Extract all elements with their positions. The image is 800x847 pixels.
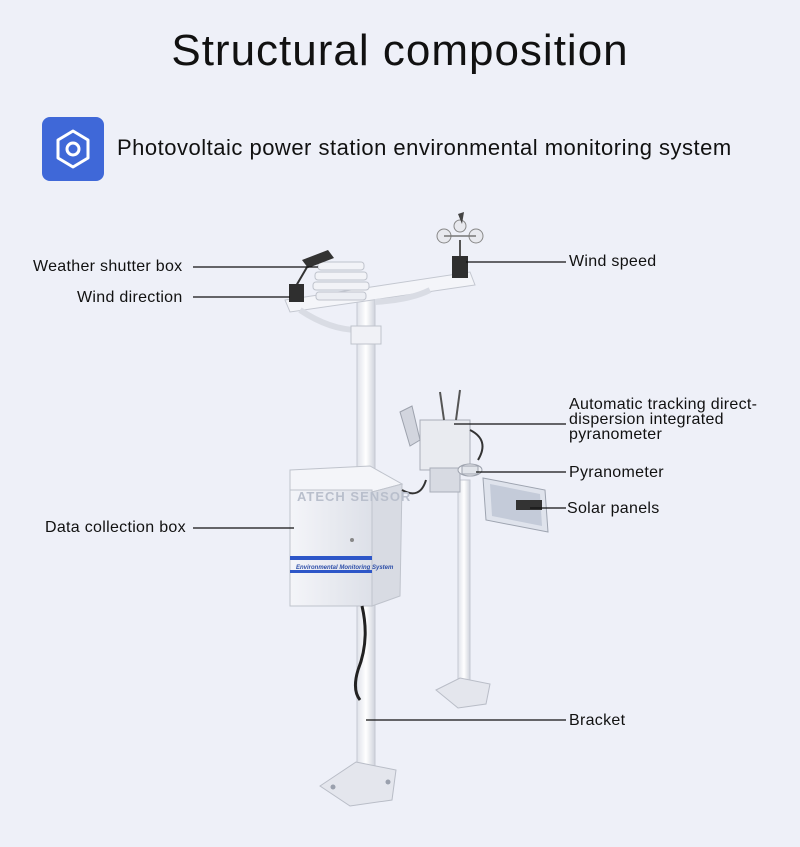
label-weather-shutter-box: Weather shutter box: [33, 258, 183, 275]
label-tracking-pyranometer: Automatic tracking direct-dispersion int…: [569, 396, 758, 443]
label-data-collection-box: Data collection box: [45, 519, 186, 536]
solar-panel: [482, 477, 549, 533]
label-wind-speed: Wind speed: [569, 253, 657, 270]
hexagon-nut-icon: [42, 117, 104, 181]
cross-arm: [284, 271, 476, 345]
label-pyranometer: Pyranometer: [569, 464, 664, 481]
page-title: Structural composition: [171, 26, 629, 75]
wind-speed-anemometer: [436, 212, 484, 278]
pyranometer: [457, 463, 483, 477]
tracking-pyranometer: [399, 389, 484, 493]
label-solar-panels: Solar panels: [567, 500, 660, 517]
device-panel-caption: Environmental Monitoring System: [296, 565, 394, 571]
device-brand-logo: ATECH SENSOR: [297, 489, 412, 504]
data-collection-box: [289, 465, 427, 701]
weather-shutter-box: [312, 261, 370, 301]
leader-lines: [193, 261, 566, 721]
label-bracket: Bracket: [569, 712, 626, 729]
wind-direction-vane: [289, 250, 334, 302]
label-wind-direction: Wind direction: [77, 289, 183, 306]
subtitle: Photovoltaic power station environmental…: [117, 135, 732, 160]
secondary-pole: [435, 479, 491, 709]
